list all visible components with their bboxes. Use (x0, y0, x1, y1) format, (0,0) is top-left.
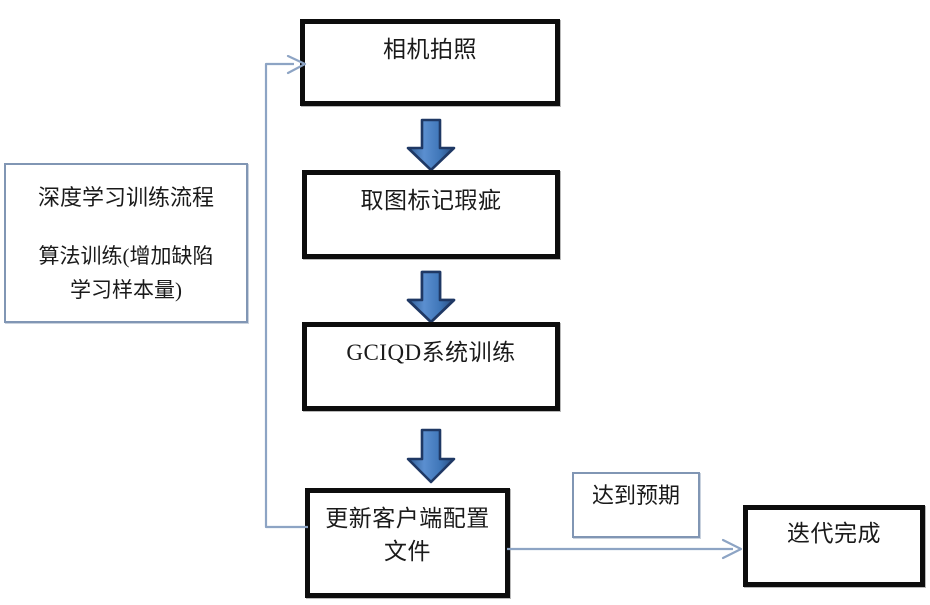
node-update-config-label: 更新客户端配置 文件 (325, 506, 490, 564)
node-iteration-done-label: 迭代完成 (787, 521, 881, 546)
arrow-config-to-done (505, 534, 750, 564)
edge-label-meets-expectation-text: 达到预期 (591, 483, 680, 508)
node-mark-defects[interactable]: 取图标记瑕疵 (302, 170, 560, 259)
training-process-note-box: 深度学习训练流程 算法训练(增加缺陷 学习样本量) (4, 163, 248, 323)
down-block-arrow-icon (406, 428, 456, 484)
node-mark-defects-label: 取图标记瑕疵 (360, 188, 502, 213)
node-iteration-done[interactable]: 迭代完成 (743, 505, 925, 587)
node-update-config[interactable]: 更新客户端配置 文件 (305, 488, 510, 598)
edge-label-meets-expectation: 达到预期 (572, 472, 700, 538)
down-block-arrow-icon (406, 118, 456, 172)
node-gciqd-training[interactable]: GCIQD系统训练 (302, 322, 560, 411)
arrow-feedback-loop (258, 54, 310, 540)
node-camera-capture[interactable]: 相机拍照 (300, 19, 560, 106)
arrow-mark-to-training-fill (404, 270, 458, 324)
node-gciqd-training-label: GCIQD系统训练 (346, 340, 516, 365)
node-camera-capture-label: 相机拍照 (383, 37, 477, 62)
arrow-training-to-config (404, 428, 458, 484)
note-line-title: 深度学习训练流程 (37, 185, 214, 210)
feedback-loop-arrow-icon (264, 54, 308, 529)
right-arrow-icon (507, 538, 743, 560)
note-line-detail: 算法训练(增加缺陷 学习样本量) (38, 244, 214, 302)
arrow-capture-to-mark (404, 118, 458, 172)
down-block-arrow-icon (406, 270, 456, 324)
